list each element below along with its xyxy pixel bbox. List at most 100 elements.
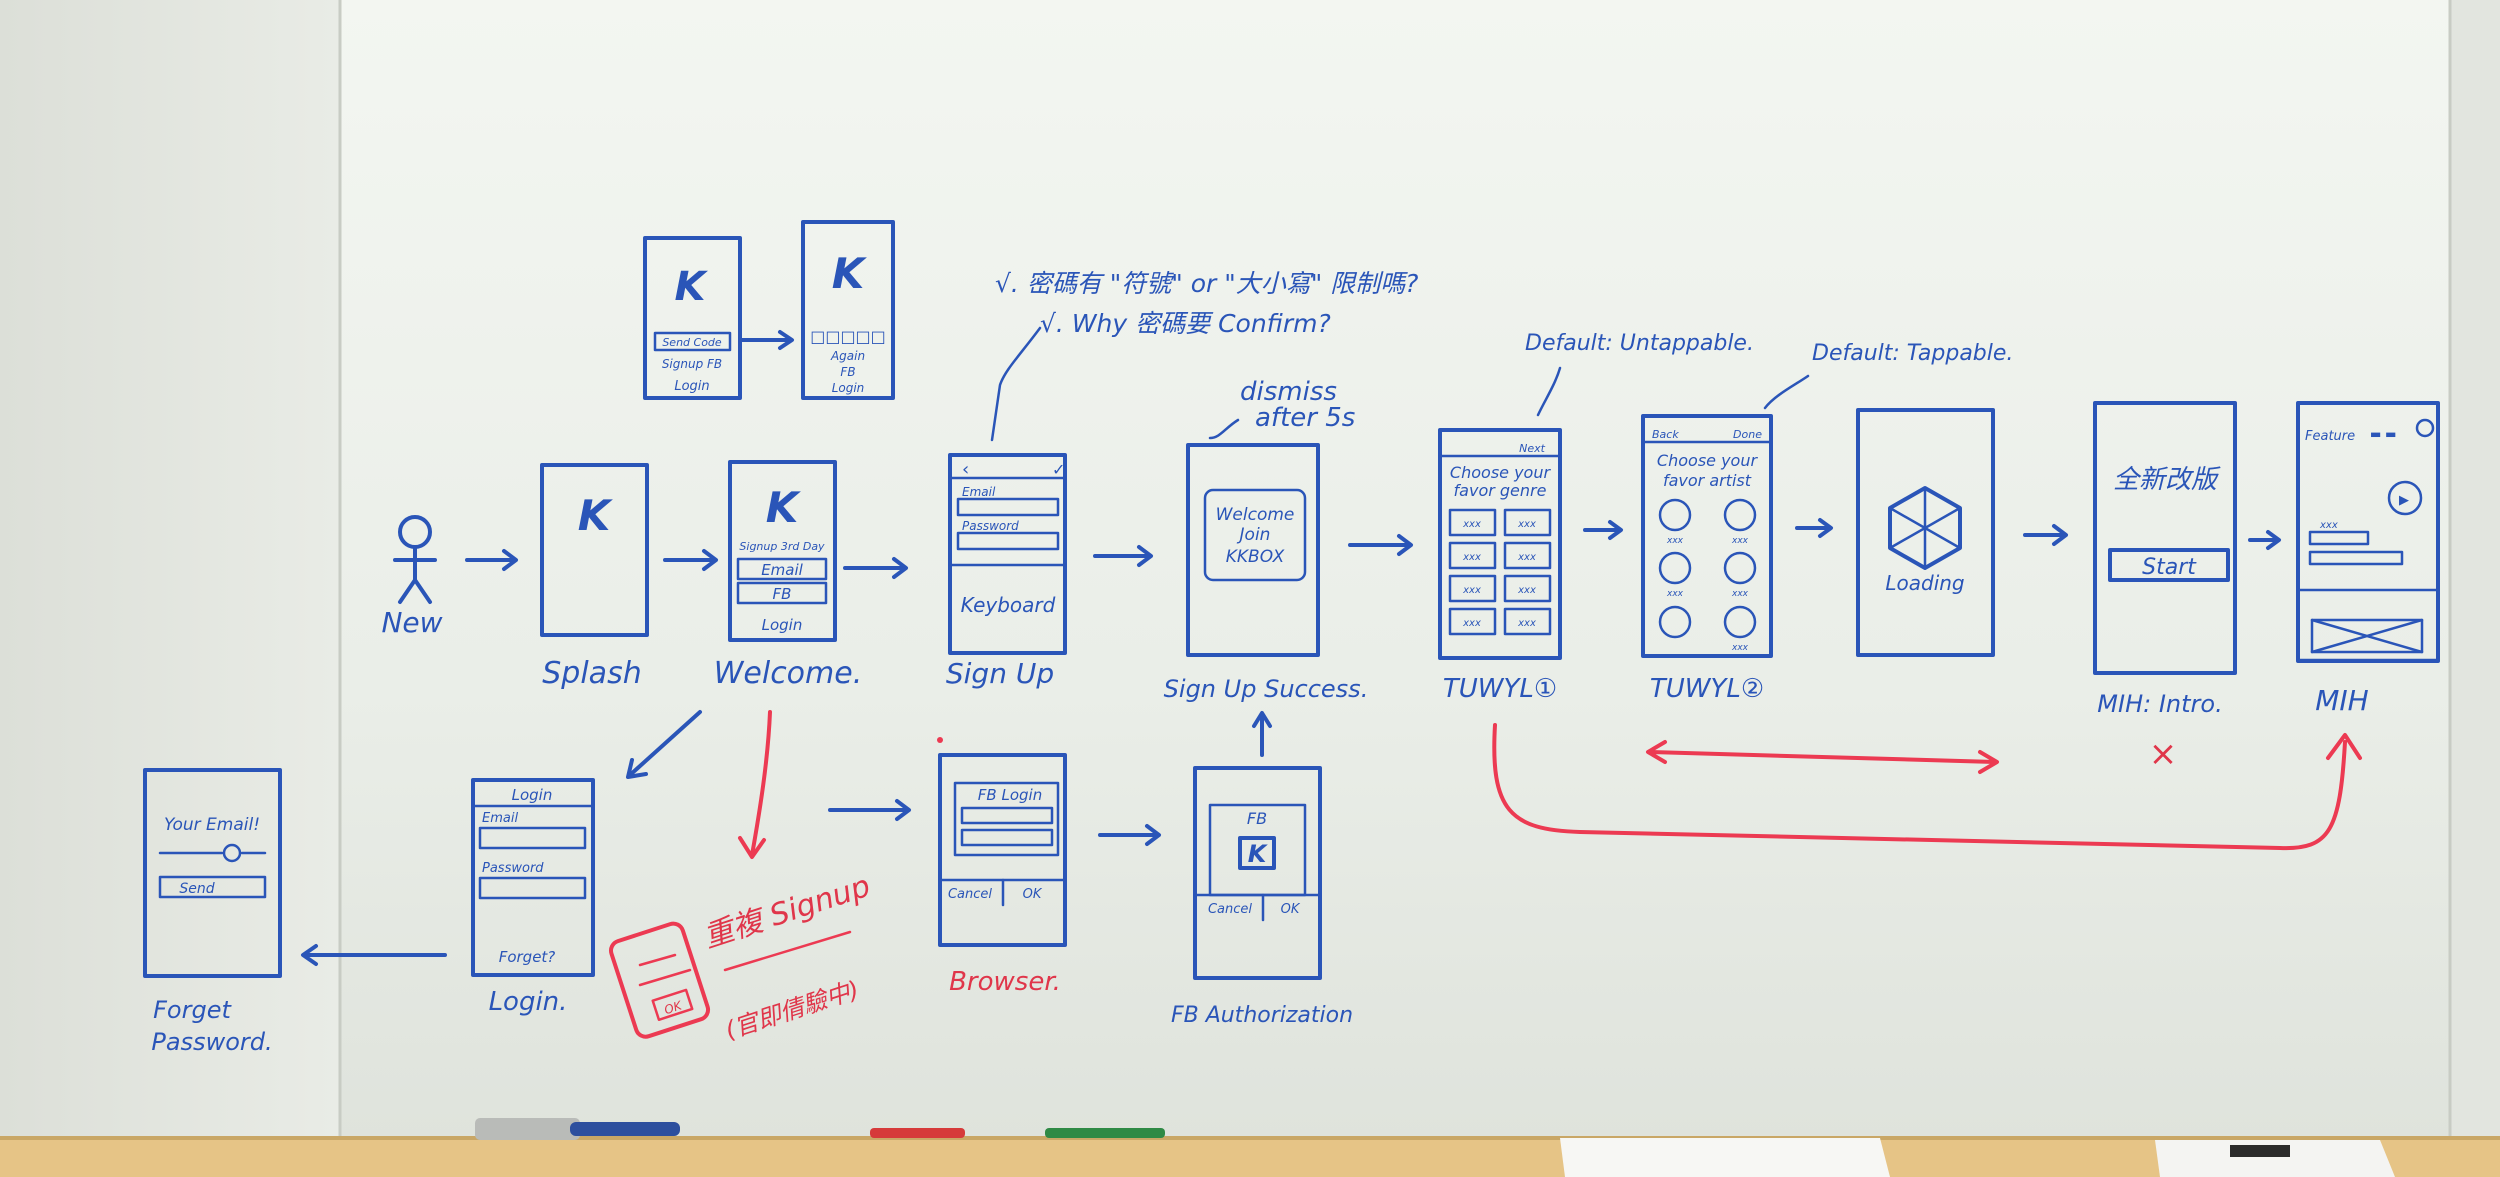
svg-text:Join: Join xyxy=(1237,525,1271,545)
svg-text:xxx: xxx xyxy=(1462,519,1481,530)
left-board-panel xyxy=(0,0,340,1140)
sketch-top-screen-1: K Send Code Signup FB Login xyxy=(643,236,742,400)
svg-text:Cancel: Cancel xyxy=(948,887,992,902)
note-password-question: √. 密碼有 "符號" or "大小寫" 限制嗎? xyxy=(995,269,1418,298)
note-confirm-question: √. Why 密碼要 Confirm? xyxy=(1040,309,1331,338)
label-login: Login. xyxy=(489,987,568,1017)
svg-text:OK: OK xyxy=(663,998,685,1017)
svg-text:Signup 3rd Day: Signup 3rd Day xyxy=(739,540,825,553)
svg-text:Start: Start xyxy=(2142,555,2197,580)
svg-text:xxx: xxx xyxy=(1731,589,1749,599)
sketch-tuwyl2-screen: Back Done Choose your favor artist xxx xx… xyxy=(1641,414,1773,658)
svg-text:▶: ▶ xyxy=(2399,493,2409,508)
svg-text:Login: Login xyxy=(674,379,709,394)
svg-text:Send: Send xyxy=(179,881,214,897)
svg-text:Login: Login xyxy=(832,381,865,395)
sketch-fb-auth-screen: FB K Cancel OK xyxy=(1193,766,1322,980)
wooden-ledge xyxy=(0,1138,2500,1177)
svg-text:Password: Password xyxy=(482,861,544,876)
svg-text:xxx: xxx xyxy=(1517,519,1536,530)
svg-text:FB Login: FB Login xyxy=(978,786,1042,804)
sketch-mih-screen: Feature ▬ ▬ ▶ xxx xyxy=(2296,401,2440,663)
svg-text:Done: Done xyxy=(1733,428,1762,441)
label-tuwyl1: TUWYL① xyxy=(1443,674,1557,704)
svg-text:xxx: xxx xyxy=(1517,618,1536,629)
svg-text:K: K xyxy=(578,491,614,540)
svg-text:Feature: Feature xyxy=(2305,429,2355,444)
svg-text:Email: Email xyxy=(962,485,996,499)
sketch-browser-screen: FB Login Cancel OK xyxy=(938,753,1067,947)
right-board-panel xyxy=(2450,0,2500,1140)
label-forget-1: Forget xyxy=(153,996,232,1024)
label-welcome: Welcome. xyxy=(714,656,863,691)
svg-text:Forget?: Forget? xyxy=(499,948,556,966)
sketch-login-screen: Login Email Password Forget? xyxy=(471,778,595,977)
svg-text:xxx: xxx xyxy=(1462,585,1481,596)
sketch-loading-screen: Loading xyxy=(1856,408,1995,657)
new-user-stick-figure xyxy=(393,515,437,604)
markers-on-ledge xyxy=(475,1118,2395,1177)
svg-text:OK: OK xyxy=(1281,902,1301,917)
sketch-top-screen-2: K □□□□□ Again FB Login xyxy=(801,220,895,400)
svg-text:FB: FB xyxy=(1247,809,1267,828)
label-fb-auth: FB Authorization xyxy=(1171,1003,1353,1028)
sketch-tuwyl1-screen: Next Choose your favor genre xxx xxx xxx x… xyxy=(1438,428,1562,660)
sketch-signup-success-screen: Welcome Join KKBOX xyxy=(1186,443,1320,657)
sketch-splash-screen: K xyxy=(540,463,649,637)
svg-text:▬ ▬: ▬ ▬ xyxy=(2370,427,2397,441)
svg-text:Choose your: Choose your xyxy=(1450,463,1552,482)
label-mih: MIH xyxy=(2315,684,2368,717)
note-untappable: Default: Untappable. xyxy=(1525,331,1754,356)
svg-text:✓: ✓ xyxy=(1052,460,1065,479)
svg-text:Password: Password xyxy=(962,519,1019,533)
label-tuwyl2: TUWYL② xyxy=(1650,674,1764,704)
svg-text:xxx: xxx xyxy=(1731,536,1749,546)
label-signup: Sign Up xyxy=(946,657,1054,690)
svg-text:xxx: xxx xyxy=(2319,520,2338,531)
sketch-forget-password-screen: Your Email! Send xyxy=(143,768,282,978)
svg-text:favor genre: favor genre xyxy=(1454,481,1547,500)
label-forget-2: Password. xyxy=(151,1028,272,1056)
svg-text:‹: ‹ xyxy=(962,459,969,480)
note-dismiss-1: dismiss xyxy=(1240,377,1337,407)
svg-text:KKBOX: KKBOX xyxy=(1226,547,1285,567)
svg-text:Email: Email xyxy=(482,811,518,826)
svg-text:Login: Login xyxy=(762,616,803,634)
label-mih-intro: MIH: Intro. xyxy=(2097,690,2222,718)
sketch-resignup-dialog: OK xyxy=(609,921,711,1039)
svg-text:Email: Email xyxy=(761,561,803,579)
label-new: New xyxy=(381,606,442,639)
svg-text:Welcome: Welcome xyxy=(1216,505,1295,525)
sketch-mih-intro-screen: 全新改版 Start xyxy=(2093,401,2237,675)
svg-text:Again: Again xyxy=(830,349,865,363)
svg-text:K: K xyxy=(1248,840,1269,868)
svg-text:Your Email!: Your Email! xyxy=(164,815,260,835)
svg-text:Login: Login xyxy=(512,786,553,804)
svg-text:xxx: xxx xyxy=(1517,552,1536,563)
svg-text:Cancel: Cancel xyxy=(1208,902,1252,917)
svg-text:xxx: xxx xyxy=(1731,643,1749,653)
svg-text:Signup FB: Signup FB xyxy=(662,357,722,371)
svg-text:Back: Back xyxy=(1652,428,1679,441)
svg-text:全新改版: 全新改版 xyxy=(2113,465,2221,495)
svg-text:Choose your: Choose your xyxy=(1657,451,1759,470)
label-splash: Splash xyxy=(542,656,641,691)
main-board-panel xyxy=(340,0,2450,1140)
svg-text:Send Code: Send Code xyxy=(662,336,722,349)
svg-text:Loading: Loading xyxy=(1885,571,1964,595)
svg-text:xxx: xxx xyxy=(1462,618,1481,629)
svg-text:favor artist: favor artist xyxy=(1663,471,1752,490)
svg-text:K: K xyxy=(766,483,802,532)
note-tappable: Default: Tappable. xyxy=(1812,341,2013,366)
sketch-welcome-screen: K Signup 3rd Day Email FB Login xyxy=(728,460,837,642)
svg-text:□□□□□: □□□□□ xyxy=(810,327,886,346)
svg-text:FB: FB xyxy=(840,365,855,379)
svg-text:Next: Next xyxy=(1519,442,1546,455)
svg-text:xxx: xxx xyxy=(1517,585,1536,596)
svg-text:OK: OK xyxy=(1023,887,1043,902)
label-signup-success: Sign Up Success. xyxy=(1164,675,1369,703)
svg-text:xxx: xxx xyxy=(1666,536,1684,546)
svg-text:K: K xyxy=(675,264,709,310)
